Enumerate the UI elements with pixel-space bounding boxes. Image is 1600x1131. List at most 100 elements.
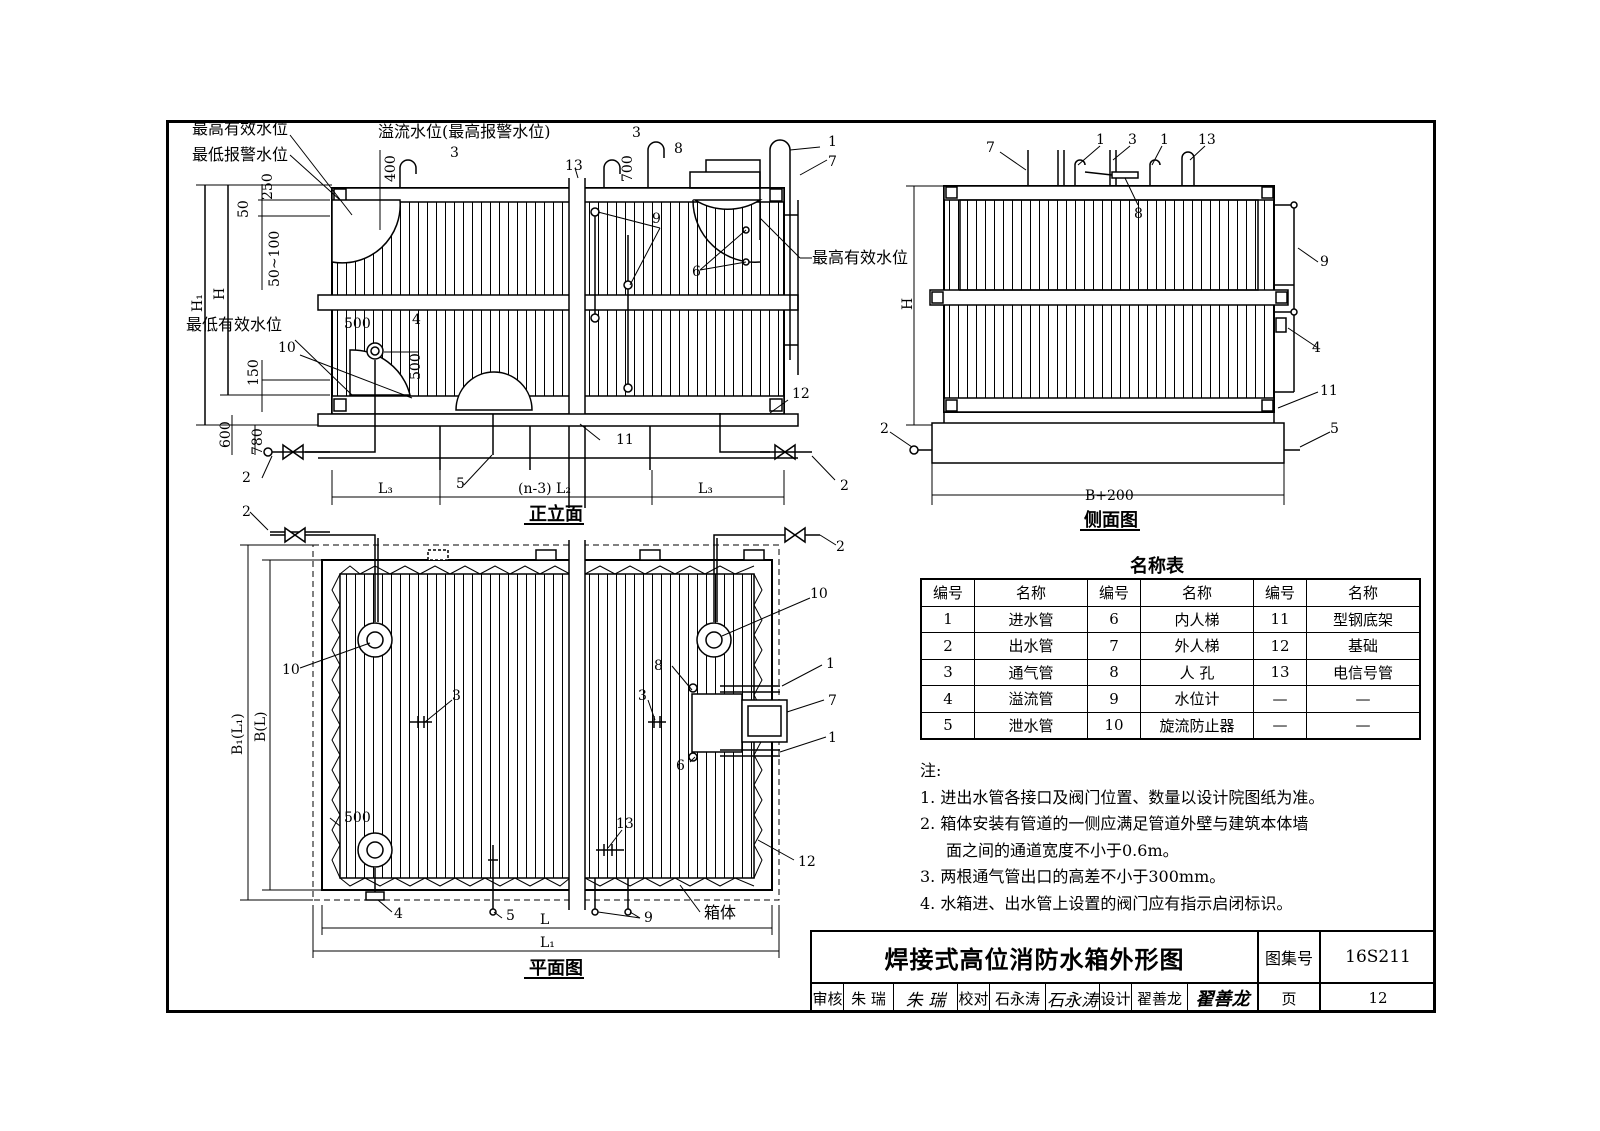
cell-no: 9 bbox=[1087, 685, 1141, 713]
front-elevation bbox=[196, 134, 836, 508]
callout-6: 6 bbox=[692, 264, 701, 280]
note-item: 面之间的通道宽度不小于0.6m。 bbox=[946, 840, 1179, 860]
cell-no: 12 bbox=[1253, 632, 1307, 660]
side-callout-11: 11 bbox=[1320, 383, 1338, 399]
callout-2-right: 2 bbox=[840, 478, 849, 494]
side-callout-7: 7 bbox=[986, 140, 995, 156]
label-lowest-alarm: 最低报警水位 bbox=[192, 145, 288, 164]
side-callout-8: 8 bbox=[1134, 206, 1143, 222]
dim-150: 150 bbox=[246, 359, 262, 386]
callout-1: 1 bbox=[828, 134, 837, 150]
plan-callout-5: 5 bbox=[506, 908, 515, 924]
callout-7: 7 bbox=[828, 154, 837, 170]
dim-780: 780 bbox=[250, 428, 266, 455]
front-elevation-labels: 最高有效水位 最低报警水位 溢流水位(最高报警水位) 最高有效水位 最低有效水位… bbox=[186, 119, 908, 525]
side-dim-h: H bbox=[900, 298, 916, 310]
design-label: 设计 bbox=[1100, 984, 1132, 1012]
plan-callout-13: 13 bbox=[616, 816, 634, 832]
reviewer-signature: 朱 瑞 bbox=[894, 984, 958, 1012]
cell-no: 10 bbox=[1087, 711, 1141, 740]
callout-13: 13 bbox=[565, 158, 583, 174]
caption-plan-view: 平面图 bbox=[529, 958, 583, 979]
plan-callout-12: 12 bbox=[798, 854, 816, 870]
cell-name: 电信号管 bbox=[1306, 658, 1421, 686]
names-table-header: 编号 名称 编号 名称 编号 名称 bbox=[920, 578, 1421, 607]
cell-name: 水位计 bbox=[1140, 685, 1254, 713]
atlas-label: 图集号 bbox=[1259, 932, 1321, 984]
callout-4: 4 bbox=[412, 312, 421, 328]
dim-n3l2: (n-3) L₂ bbox=[518, 481, 571, 497]
cell-no: 6 bbox=[1087, 605, 1141, 633]
label-overflow: 溢流水位(最高报警水位) bbox=[378, 122, 551, 141]
header-name: 名称 bbox=[1306, 578, 1421, 607]
callout-10: 10 bbox=[278, 340, 296, 356]
checker-name: 石永涛 bbox=[990, 984, 1046, 1012]
cell-no: 4 bbox=[920, 685, 975, 713]
side-view bbox=[889, 145, 1331, 505]
note-item: 2. 箱体安装有管道的一侧应满足管道外壁与建筑本体墙 bbox=[920, 814, 1309, 833]
review-label: 审核 bbox=[812, 984, 844, 1012]
plan-callout-1b: 1 bbox=[828, 730, 837, 746]
cell-name: 出水管 bbox=[974, 632, 1088, 660]
side-callout-5: 5 bbox=[1330, 421, 1339, 437]
callout-3-right: 3 bbox=[632, 125, 641, 141]
plan-callout-4: 4 bbox=[394, 906, 403, 922]
header-name: 名称 bbox=[974, 578, 1088, 607]
page-number: 12 bbox=[1368, 989, 1388, 1007]
cell-name: 基础 bbox=[1306, 632, 1421, 660]
cell-no: — bbox=[1253, 685, 1307, 713]
cell-no: 7 bbox=[1087, 632, 1141, 660]
side-callout-13: 13 bbox=[1198, 132, 1216, 148]
plan-callout-9: 9 bbox=[644, 910, 653, 926]
notes: 注: 1. 进出水管各接口及阀门位置、数量以设计院图纸为准。 2. 箱体安装有管… bbox=[920, 758, 1390, 917]
plan-callout-3a: 3 bbox=[452, 688, 461, 704]
table-row: 3 通气管 8 人 孔 13 电信号管 bbox=[920, 658, 1421, 686]
plan-dim-l1: L₁ bbox=[540, 935, 555, 951]
table-row: 4 溢流管 9 水位计 — — bbox=[920, 685, 1421, 713]
cell-name: — bbox=[1306, 685, 1421, 713]
plan-dim-b1l1: B₁(L₁) bbox=[230, 713, 246, 755]
cell-no: 5 bbox=[920, 711, 975, 740]
plan-callout-3b: 3 bbox=[638, 688, 647, 704]
dim-h: H bbox=[212, 288, 228, 300]
header-no: 编号 bbox=[1253, 578, 1307, 607]
cell-no: 3 bbox=[920, 658, 975, 686]
side-callout-1b: 1 bbox=[1160, 132, 1169, 148]
page-label: 页 bbox=[1259, 984, 1321, 1012]
table-row: 1 进水管 6 内人梯 11 型钢底架 bbox=[920, 605, 1421, 633]
callout-2-left: 2 bbox=[242, 470, 251, 486]
plan-callout-10-left: 10 bbox=[282, 662, 300, 678]
cell-no: 1 bbox=[920, 605, 975, 633]
cell-name: 型钢底架 bbox=[1306, 605, 1421, 633]
dim-500-a: 500 bbox=[344, 316, 371, 332]
header-no: 编号 bbox=[920, 578, 975, 607]
plan-view-labels: B₁(L₁) B(L) 500 L L₁ 2 2 10 10 8 1 7 1 3… bbox=[230, 504, 845, 979]
plan-callout-1a: 1 bbox=[826, 656, 835, 672]
cell-name: — bbox=[1306, 711, 1421, 740]
cell-name: 内人梯 bbox=[1140, 605, 1254, 633]
dim-700: 700 bbox=[620, 155, 636, 182]
callout-11: 11 bbox=[616, 432, 634, 448]
cell-no: 11 bbox=[1253, 605, 1307, 633]
dim-h1: H₁ bbox=[190, 294, 206, 312]
caption-front-elevation: 正立面 bbox=[529, 503, 583, 525]
callout-8: 8 bbox=[674, 141, 683, 157]
notes-title: 注: bbox=[920, 761, 942, 780]
title-block: 焊接式高位消防水箱外形图 图集号 16S211 审核 朱 瑞 朱 瑞 校对 石永… bbox=[810, 930, 1435, 1012]
cell-no: 8 bbox=[1087, 658, 1141, 686]
atlas-number: 16S211 bbox=[1321, 932, 1435, 984]
dim-400: 400 bbox=[383, 155, 399, 182]
side-callout-1a: 1 bbox=[1096, 132, 1105, 148]
dim-500-b: 500 bbox=[408, 353, 424, 380]
names-table: 编号 名称 编号 名称 编号 名称 1 进水管 6 内人梯 11 型钢底架 2 … bbox=[920, 578, 1421, 740]
label-lowest-effective: 最低有效水位 bbox=[186, 315, 282, 334]
table-row: 2 出水管 7 外人梯 12 基础 bbox=[920, 632, 1421, 660]
side-callout-9: 9 bbox=[1320, 254, 1329, 270]
plan-dim-l: L bbox=[540, 912, 549, 928]
header-name: 名称 bbox=[1140, 578, 1254, 607]
header-no: 编号 bbox=[1087, 578, 1141, 607]
side-callout-3: 3 bbox=[1128, 132, 1137, 148]
side-callout-2: 2 bbox=[880, 421, 889, 437]
dim-l3-right: L₃ bbox=[698, 481, 713, 497]
cell-name: 旋流防止器 bbox=[1140, 711, 1254, 740]
